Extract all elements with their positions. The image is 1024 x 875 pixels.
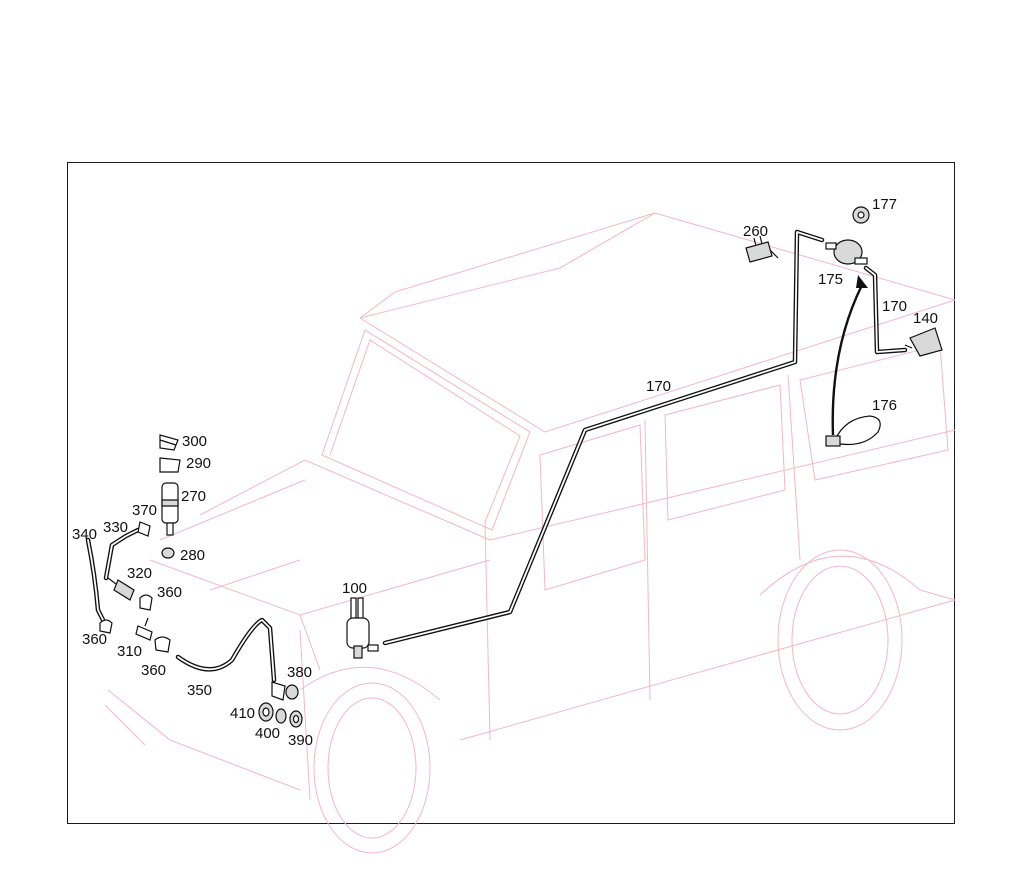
pump-270 — [161, 482, 179, 536]
washer-400 — [275, 708, 287, 724]
elbow-380 — [271, 681, 299, 701]
cable-tie-176 — [825, 415, 881, 447]
callout-310: 310 — [117, 643, 142, 660]
callout-170-long: 170 — [646, 378, 671, 395]
callout-100: 100 — [342, 580, 367, 597]
callout-340: 340 — [72, 526, 97, 543]
callout-260: 260 — [743, 223, 768, 240]
callout-280: 280 — [180, 547, 205, 564]
hose-170-long — [382, 229, 825, 646]
cap-280 — [161, 547, 175, 559]
clip-290 — [159, 457, 181, 473]
callout-270: 270 — [181, 488, 206, 505]
callout-400: 400 — [255, 725, 280, 742]
callout-300: 300 — [182, 433, 207, 450]
callout-360-b: 360 — [82, 631, 107, 648]
callout-350: 350 — [187, 682, 212, 699]
callout-177: 177 — [872, 196, 897, 213]
assembly-arrow — [831, 275, 868, 436]
nut-410 — [258, 702, 274, 722]
hose-340 — [85, 537, 106, 623]
nozzle-140 — [904, 327, 943, 357]
callout-290: 290 — [186, 455, 211, 472]
clip-360-c — [154, 636, 171, 653]
valve-320 — [107, 577, 135, 601]
callout-175: 175 — [818, 271, 843, 288]
t-piece-310 — [135, 617, 153, 641]
callout-labels: 100 140 170 170 175 176 177 260 270 280 … — [72, 196, 938, 749]
callout-370: 370 — [132, 502, 157, 519]
valve-175 — [825, 239, 868, 265]
callout-380: 380 — [287, 664, 312, 681]
clip-360-b — [99, 619, 113, 634]
callout-176: 176 — [872, 397, 897, 414]
connector-260 — [745, 235, 779, 263]
hose-350 — [175, 617, 277, 683]
diagram-frame — [67, 162, 955, 824]
connector-370 — [137, 521, 151, 537]
washer-390 — [289, 710, 303, 728]
callout-410: 410 — [230, 705, 255, 722]
grommet-177 — [852, 206, 870, 224]
callout-390: 390 — [288, 732, 313, 749]
callout-360-a: 360 — [157, 584, 182, 601]
callout-330: 330 — [103, 519, 128, 536]
washer-pump-100 — [346, 597, 379, 659]
clip-300 — [159, 434, 179, 451]
callout-170-short: 170 — [882, 298, 907, 315]
hose-170-short — [863, 265, 908, 355]
clip-360-a — [139, 594, 153, 611]
vehicle-outline — [104, 212, 956, 854]
callout-360-c: 360 — [141, 662, 166, 679]
callout-320: 320 — [127, 565, 152, 582]
hose-330 — [103, 527, 141, 581]
callout-140: 140 — [913, 310, 938, 327]
